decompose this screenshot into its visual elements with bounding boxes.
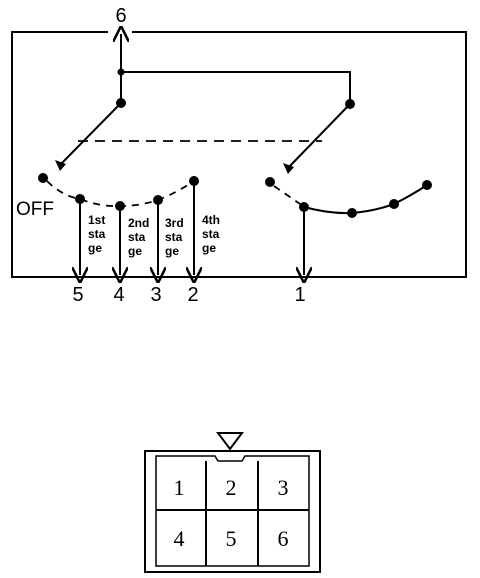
connector-pin-3: 3 bbox=[278, 475, 289, 500]
svg-text:ge: ge bbox=[202, 241, 216, 255]
connector-pin-5: 5 bbox=[226, 526, 237, 551]
svg-text:ge: ge bbox=[128, 244, 142, 258]
left-pole-blade bbox=[59, 102, 122, 166]
stage-label-3: 3rd sta ge bbox=[165, 216, 184, 258]
connector-pin-6: 6 bbox=[278, 526, 289, 551]
stage-label-2: 2nd sta ge bbox=[128, 216, 149, 258]
right-contact-gap bbox=[273, 185, 304, 207]
stage-label-1: 1st sta ge bbox=[88, 213, 106, 255]
svg-text:sta: sta bbox=[165, 230, 183, 244]
right-blade-tip bbox=[283, 163, 294, 174]
terminal-6-label: 6 bbox=[115, 5, 126, 27]
off-contact bbox=[38, 173, 48, 183]
connector-key-triangle bbox=[216, 432, 244, 451]
common-bus bbox=[121, 71, 351, 102]
connector-face: 1 2 3 4 5 6 bbox=[144, 432, 321, 573]
stage-label-4: 4th sta ge bbox=[202, 213, 220, 255]
right-off-contact bbox=[265, 177, 275, 187]
svg-text:ge: ge bbox=[165, 244, 179, 258]
svg-text:4th: 4th bbox=[202, 213, 220, 227]
right-contact-d bbox=[422, 180, 432, 190]
connector-outer-shell bbox=[144, 450, 321, 573]
switch-enclosure bbox=[11, 31, 467, 278]
svg-text:1st: 1st bbox=[88, 213, 105, 227]
right-pole-blade bbox=[287, 103, 351, 169]
connector-pin-2: 2 bbox=[226, 475, 237, 500]
right-contact-c bbox=[389, 199, 399, 209]
connector-pin-4: 4 bbox=[174, 526, 185, 551]
connector-pin-1: 1 bbox=[174, 475, 185, 500]
terminal-4-label: 4 bbox=[113, 284, 124, 306]
svg-text:sta: sta bbox=[202, 227, 220, 241]
svg-text:ge: ge bbox=[88, 241, 102, 255]
off-label: OFF bbox=[16, 199, 54, 220]
right-contact-b bbox=[347, 208, 357, 218]
svg-text:2nd: 2nd bbox=[128, 216, 149, 230]
terminal-1-label: 1 bbox=[294, 284, 305, 306]
terminal-3-label: 3 bbox=[150, 284, 161, 306]
svg-text:sta: sta bbox=[128, 230, 146, 244]
svg-text:sta: sta bbox=[88, 227, 106, 241]
left-blade-tip bbox=[55, 160, 66, 171]
terminal-2-label: 2 bbox=[187, 284, 198, 306]
terminal-5-label: 5 bbox=[72, 284, 83, 306]
svg-text:3rd: 3rd bbox=[165, 216, 184, 230]
right-contact-bar bbox=[303, 184, 428, 215]
